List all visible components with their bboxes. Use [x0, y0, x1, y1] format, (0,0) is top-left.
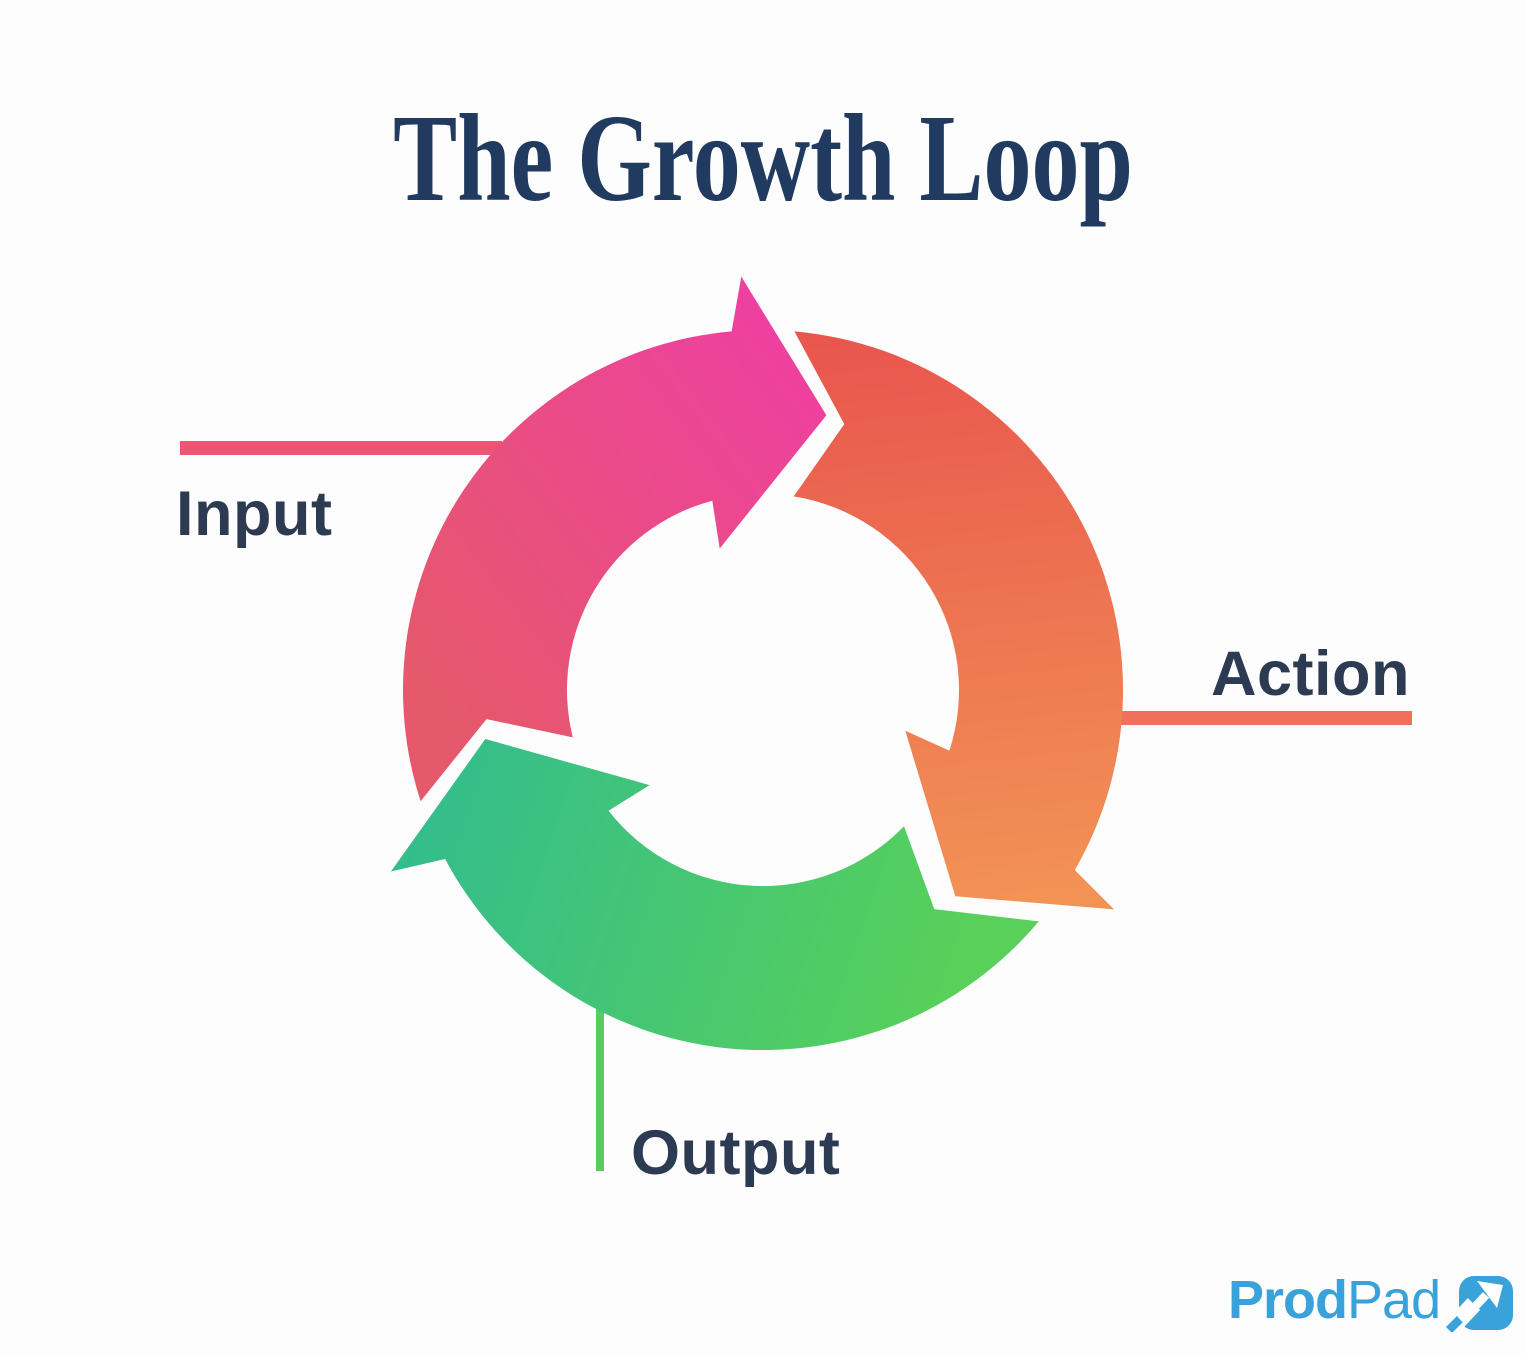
input-connector-line — [180, 441, 502, 455]
action-connector-line — [1068, 711, 1412, 725]
prodpad-wordmark-regular: Pad — [1347, 1270, 1441, 1330]
arrow-up-right-icon — [1446, 1276, 1514, 1332]
logo-icon-arrow-shaft — [1458, 1292, 1490, 1324]
logo-icon-arrow-head — [1477, 1281, 1504, 1308]
logo-icon-arrow-tail — [1446, 1315, 1464, 1332]
step-label-action: Action — [1211, 639, 1410, 709]
step-label-output: Output — [631, 1118, 841, 1188]
input-arrow — [403, 276, 827, 802]
action-arrow — [793, 331, 1124, 910]
output-arrow — [390, 739, 1039, 1051]
output-connector-line — [596, 995, 604, 1171]
prodpad-logo: ProdPad — [1228, 1266, 1516, 1334]
page-title: The Growth Loop — [393, 88, 1133, 228]
step-label-input: Input — [176, 479, 333, 549]
prodpad-wordmark: ProdPad — [1228, 1270, 1441, 1330]
prodpad-wordmark-bold: Prod — [1228, 1270, 1348, 1330]
